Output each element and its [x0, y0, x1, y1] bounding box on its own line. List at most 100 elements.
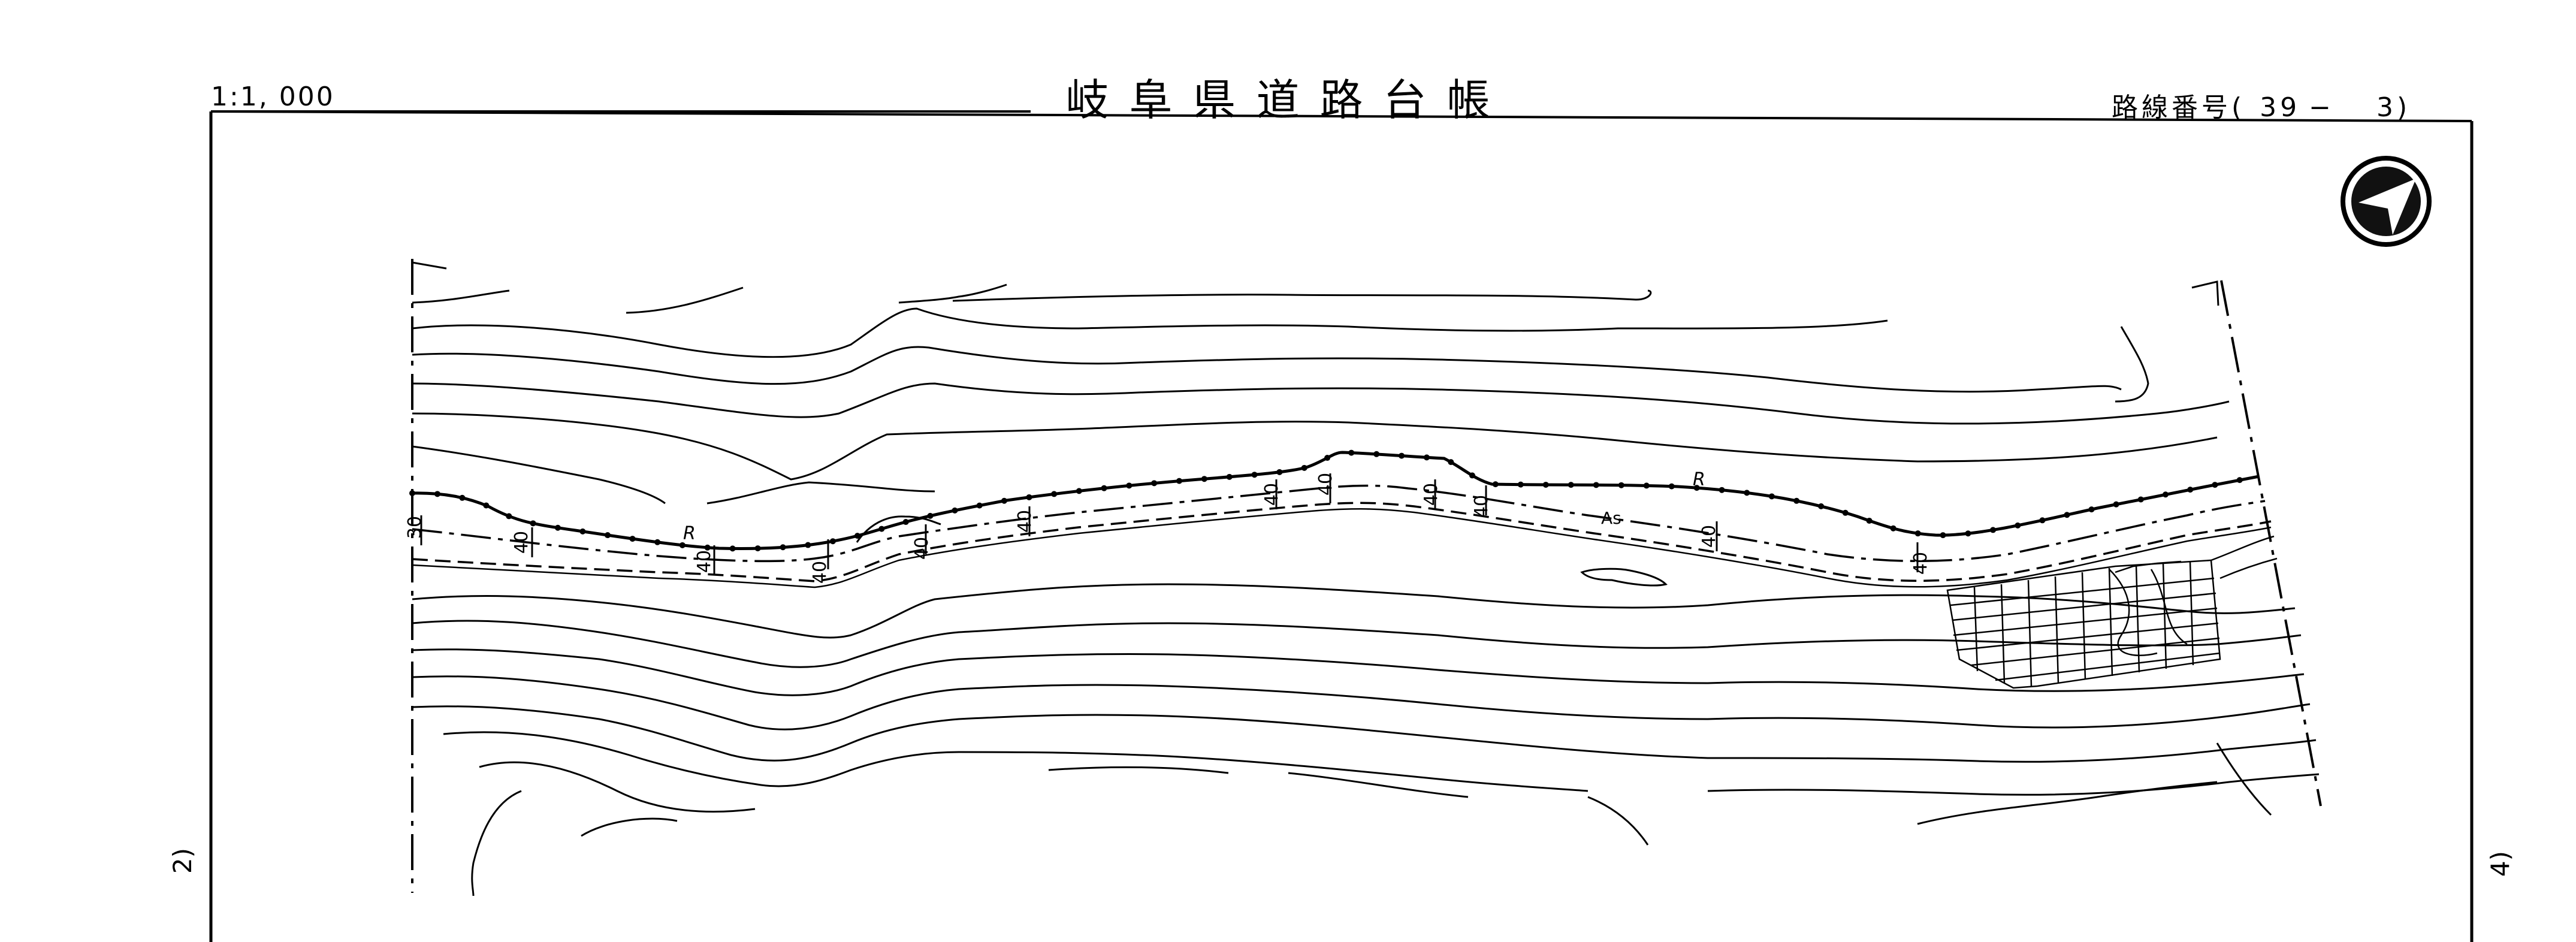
chainage-label: 30	[404, 516, 425, 539]
road-edge-dot	[1226, 473, 1233, 480]
chainage-label: 40	[1421, 483, 1442, 506]
pond-outline	[1580, 567, 1668, 587]
road-edge-dot	[629, 536, 636, 542]
road-edge-dot	[1914, 530, 1921, 537]
road-edge-dot	[1818, 503, 1825, 509]
road-edge-dot	[483, 502, 490, 509]
route-sub-number: 3)	[2376, 92, 2411, 123]
road-edge-dot	[1990, 527, 1997, 533]
road-edge-dot	[902, 519, 909, 526]
chainage-label: 40	[810, 561, 831, 584]
retaining-wall-mark: R	[1693, 469, 1705, 490]
road-edge-dot	[1101, 485, 1107, 491]
road-shoulder-south	[412, 508, 2272, 588]
road-edge-dot	[1568, 482, 1574, 488]
road-edge-dot	[654, 539, 661, 545]
road-edge-dot	[1176, 478, 1182, 484]
road-edge-dot	[1517, 481, 1524, 488]
chainage-label: 40	[1699, 525, 1720, 548]
chainage-label: 40	[511, 531, 532, 554]
road-edge-dot	[1793, 497, 1800, 504]
road-edge-dot	[1542, 481, 1549, 488]
road-edge-dot	[1448, 459, 1454, 466]
road-edge-dot	[854, 533, 860, 539]
road-edge-dot	[976, 502, 983, 509]
road-edge-dot	[1668, 483, 1675, 490]
road-edge-dot	[2088, 506, 2095, 513]
road-edge-dot	[1593, 482, 1599, 488]
road-edge-dot	[1301, 464, 1307, 471]
scale-label: 1:1, 000	[211, 81, 335, 112]
road-edge-dot	[1324, 455, 1331, 461]
route-number: 路線番号( 39− 3)	[2112, 86, 2411, 124]
road-edge-dot	[2015, 522, 2021, 529]
road-edge-dot	[1026, 494, 1032, 500]
road-edge-dot	[805, 542, 811, 548]
route-label: 路線番号(	[2112, 92, 2246, 123]
road-edge-dot	[1890, 525, 1896, 532]
road-edge-dot	[1842, 509, 1849, 516]
road-edge-dot	[729, 545, 736, 552]
road-edge-dot	[1348, 449, 1355, 456]
road-edge-dot	[530, 520, 536, 527]
retaining-wall-mark: R	[683, 523, 696, 544]
chainage-label: 40	[694, 550, 715, 573]
road-edge-dot	[2212, 482, 2218, 488]
boundary-tick-left	[412, 261, 447, 270]
road-edge-dot	[2064, 512, 2070, 518]
road-edge-south	[412, 502, 2272, 582]
frame-top	[210, 110, 2472, 122]
road-edge-dot	[2113, 501, 2119, 508]
road-edge-dot	[1643, 482, 1650, 489]
structure-edge-lines	[2210, 535, 2278, 579]
road-edge-dot	[1276, 469, 1283, 475]
road-edge-dot	[1201, 476, 1207, 482]
road-edge-dot	[1940, 532, 1946, 539]
road-edge-dot	[2039, 517, 2046, 524]
road-edge-dot	[1423, 454, 1430, 461]
road-edge-dot	[1051, 491, 1058, 497]
road-edge-dot	[1126, 482, 1133, 489]
chainage-label: 40	[911, 537, 932, 560]
road-edge-dot	[754, 545, 761, 552]
station-ticks	[420, 473, 1919, 575]
road-edge-dots	[409, 449, 2243, 552]
sheet-boundary-right	[2220, 280, 2322, 807]
road-edge-dot	[878, 526, 885, 532]
road-edge-dot	[2137, 496, 2144, 503]
road-edge-dot	[780, 544, 786, 551]
road-edge-dot	[1373, 451, 1380, 457]
road-edge-dot	[605, 532, 611, 539]
road-edge-dot	[434, 491, 440, 497]
road-edge-dot	[1001, 497, 1007, 504]
road-edge-dot	[927, 512, 934, 519]
road-edge-dot	[409, 490, 415, 496]
route-main-number: 39	[2260, 92, 2301, 123]
north-arrow-icon	[2341, 156, 2432, 247]
road-edge-dot	[1399, 452, 1405, 459]
route-dash: −	[2309, 92, 2335, 123]
road-edge-dot	[829, 538, 836, 545]
road-edge-dot	[1719, 487, 1725, 493]
road-edge-dot	[704, 544, 711, 551]
hatched-structure	[1946, 559, 2221, 689]
road-centerline	[412, 484, 2266, 563]
chainage-label: 40	[1315, 473, 1336, 496]
road-edge-dot	[1492, 481, 1499, 488]
road-edge-dot	[1965, 530, 1971, 537]
road-edge-dot	[2187, 487, 2194, 493]
road-edge-dot	[1151, 480, 1158, 487]
road-edge-dot	[1866, 517, 1873, 524]
road-edge-dot	[2163, 491, 2169, 498]
boundary-tick-right	[2191, 280, 2219, 306]
road-edge-dot	[679, 542, 685, 548]
chainage-labels: 30 40 40 40 40 40 40 40 40 40 40 40	[404, 473, 1931, 584]
road-edge-dot	[1618, 482, 1624, 488]
road-edge-dot	[2236, 477, 2243, 484]
road-edge-dot	[952, 507, 958, 514]
surface-mark: As	[1601, 508, 1621, 528]
chainage-label: 40	[1471, 495, 1492, 518]
road-edge-dot	[1469, 472, 1475, 479]
road-edge-dot	[1693, 485, 1700, 491]
